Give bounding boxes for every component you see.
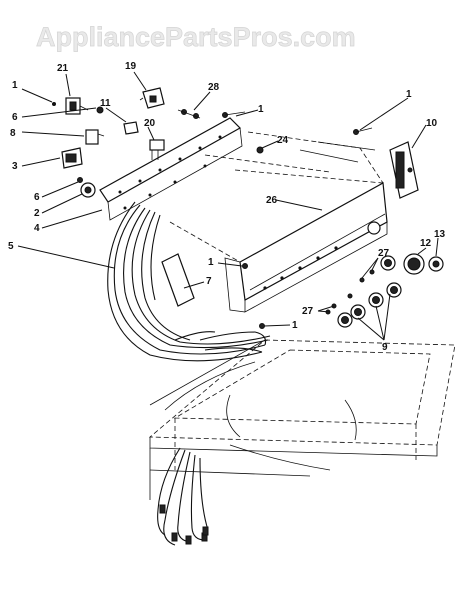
connector-20 (149, 139, 165, 160)
callout-label: 27 (378, 248, 390, 259)
callout-label: 7 (206, 276, 212, 287)
leader-lines (17, 71, 439, 341)
callout-label: 1 (208, 257, 214, 268)
callout-label: 6 (34, 192, 40, 203)
callout-label: 20 (144, 118, 156, 129)
callout-label: 1 (12, 80, 18, 91)
end-cap-10 (389, 141, 419, 199)
main-wire-harness (107, 201, 271, 362)
switch-3 (61, 147, 83, 169)
knob-12-13 (403, 253, 444, 275)
screw-28 (177, 109, 201, 119)
callout-label: 19 (125, 61, 137, 72)
cabinet-top-frame (148, 339, 456, 500)
knob-9-set (337, 255, 402, 328)
screw-1-top (222, 111, 246, 118)
lower-wire-harness (157, 447, 209, 546)
callout-label: 24 (277, 135, 289, 146)
callout-label: 10 (426, 118, 438, 129)
component-8 (85, 129, 105, 145)
control-bracket (99, 117, 243, 221)
fastener-6-top (96, 106, 104, 114)
console-panel (169, 169, 388, 313)
callout-label: 26 (266, 195, 278, 206)
callout-label: 1 (292, 320, 298, 331)
callout-label: 12 (420, 238, 432, 249)
screw-24 (256, 146, 264, 154)
callout-label: 21 (57, 63, 69, 74)
screw-1-console (242, 263, 248, 269)
pin-27-set (325, 269, 375, 315)
callout-label: 28 (208, 82, 220, 93)
callout-labels: 1 21 19 28 1 6 8 11 20 24 1 10 3 6 2 4 2… (8, 61, 446, 353)
callout-label: 9 (382, 342, 388, 353)
knob-2 (77, 177, 96, 198)
callout-label: 8 (10, 128, 16, 139)
callout-label: 27 (302, 306, 314, 317)
screw-1-right (353, 127, 373, 135)
console-rear-outline (204, 131, 384, 184)
callout-label: 5 (8, 241, 14, 252)
callout-label: 4 (34, 223, 40, 234)
clip-11 (123, 121, 139, 135)
watermark-text: AppliancePartsPros.com (36, 22, 356, 52)
callout-label: 3 (12, 161, 18, 172)
callout-label: 1 (406, 89, 412, 100)
callout-label: 6 (12, 112, 18, 123)
callout-label: 13 (434, 229, 446, 240)
callout-label: 11 (100, 98, 111, 109)
screw-1-lower (259, 323, 265, 329)
callout-label: 2 (34, 208, 40, 219)
callout-label: 1 (258, 104, 264, 115)
insulator-panel (161, 253, 195, 307)
bracket-19 (139, 87, 165, 109)
